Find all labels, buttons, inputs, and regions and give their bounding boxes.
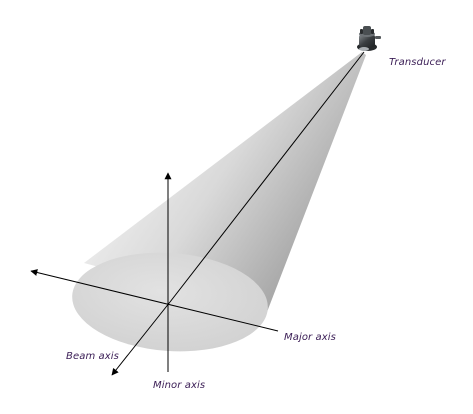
- beam-axis-label: Beam axis: [66, 351, 119, 362]
- minor-axis-label: Minor axis: [153, 380, 205, 391]
- beam-center-line: [169, 51, 365, 303]
- transducer-label: Transducer: [389, 57, 446, 68]
- beam-axis-line: [111, 301, 171, 376]
- beam-cone: [84, 52, 366, 312]
- major-axis-line: [30, 269, 279, 332]
- major-axis-label: Major axis: [284, 332, 336, 343]
- transducer-icon: [357, 26, 381, 51]
